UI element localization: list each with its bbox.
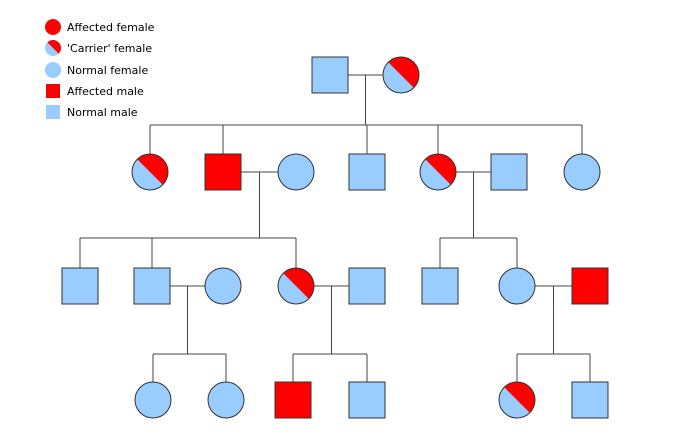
normal-male-symbol <box>421 267 459 305</box>
legend-item-affected-female: Affected female <box>44 18 244 36</box>
normal-male-symbol <box>571 381 609 419</box>
legend-label: Normal female <box>67 63 149 77</box>
normal-female-symbol <box>277 153 315 191</box>
legend-item-normal-female: Normal female <box>44 61 244 79</box>
legend-item-affected-male: Affected male <box>44 82 244 100</box>
normal-female-symbol <box>498 267 536 305</box>
legend-item-normal-male: Normal male <box>44 103 244 121</box>
carrier-female-symbol <box>131 153 169 191</box>
legend-label: Affected female <box>67 20 155 34</box>
affected-male-symbol <box>274 381 312 419</box>
normal-female-icon <box>45 62 61 78</box>
affected-male-icon <box>46 84 60 98</box>
carrier-female-symbol <box>419 153 457 191</box>
normal-female-symbol <box>134 381 172 419</box>
legend-label: Normal male <box>67 105 138 119</box>
normal-female-symbol <box>204 267 242 305</box>
affected-male-symbol <box>204 153 242 191</box>
normal-female-symbol <box>563 153 601 191</box>
carrier-female-icon <box>45 40 61 56</box>
legend-label: Affected male <box>67 84 144 98</box>
normal-male-symbol <box>348 153 386 191</box>
affected-male-symbol <box>571 267 609 305</box>
normal-male-symbol <box>133 267 171 305</box>
normal-male-symbol <box>348 381 386 419</box>
normal-male-symbol <box>348 267 386 305</box>
legend-item-carrier-female: 'Carrier' female <box>44 39 244 57</box>
legend-label: 'Carrier' female <box>67 41 153 55</box>
normal-male-symbol <box>490 153 528 191</box>
normal-female-symbol <box>207 381 245 419</box>
connector-lines <box>79 74 591 382</box>
affected-female-icon <box>45 19 61 35</box>
normal-male-symbol <box>311 56 349 94</box>
carrier-female-symbol <box>277 267 315 305</box>
normal-male-symbol <box>61 267 99 305</box>
normal-male-icon <box>46 105 60 119</box>
carrier-female-symbol <box>498 381 536 419</box>
carrier-female-symbol <box>382 56 420 94</box>
individuals <box>61 56 609 419</box>
